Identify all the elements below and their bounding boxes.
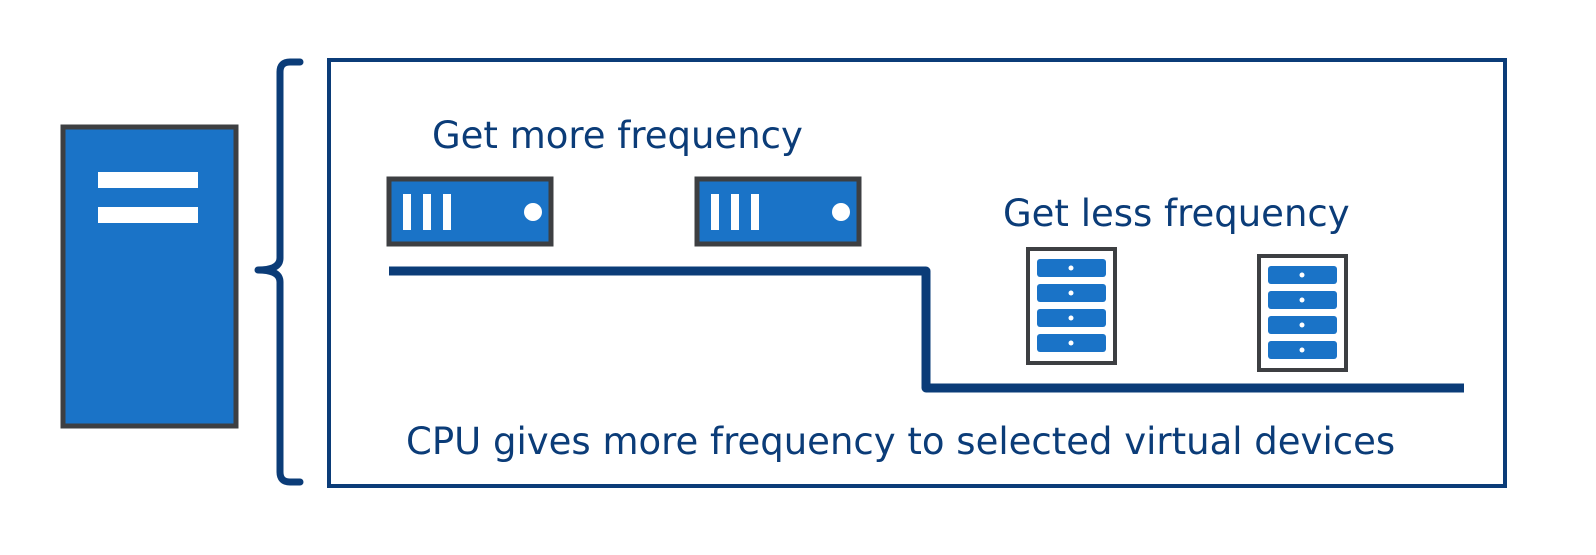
rack-server-icon (386, 176, 554, 247)
more-frequency-label: Get more frequency (432, 114, 803, 157)
brace-icon (254, 58, 304, 486)
storage-server-icon (1026, 247, 1117, 365)
less-frequency-label: Get less frequency (1003, 192, 1350, 235)
storage-server-icon (1257, 254, 1348, 372)
tower-server-icon (60, 124, 239, 429)
rack-server-icon (694, 176, 862, 247)
diagram-caption: CPU gives more frequency to selected vir… (406, 420, 1396, 463)
container-box (327, 58, 1507, 488)
frequency-step-line (389, 266, 1464, 393)
